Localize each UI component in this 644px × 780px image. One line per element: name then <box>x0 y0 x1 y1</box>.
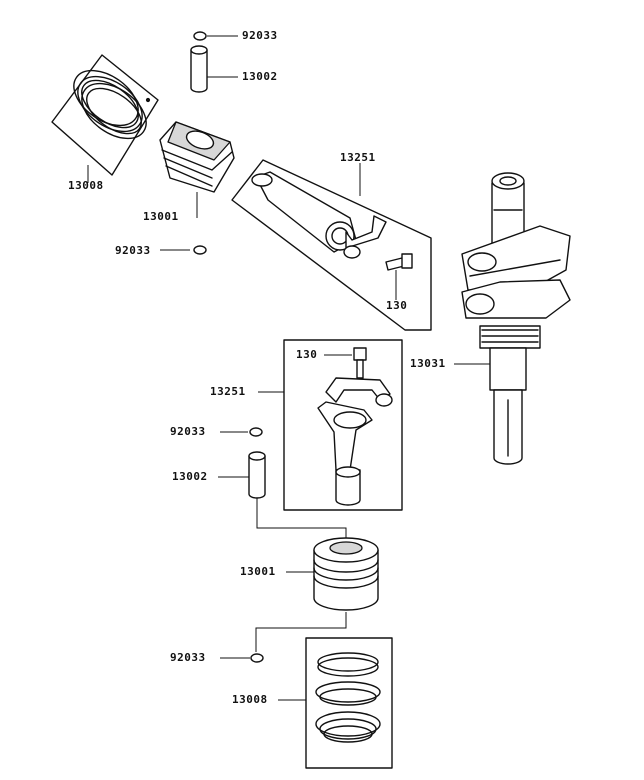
label-13008-top-rings: 13008 <box>68 179 104 192</box>
label-13031-crankshaft: 13031 <box>410 357 446 370</box>
bottom-lower-circlip <box>220 653 264 663</box>
top-lower-circlip <box>160 245 207 255</box>
label-13002-bottom-pin: 13002 <box>172 470 208 483</box>
label-13001-bottom-piston: 13001 <box>240 565 276 578</box>
bottom-conrod-box <box>258 339 403 511</box>
label-130-top-bolt: 130 <box>386 299 408 312</box>
bottom-rings-box <box>278 637 393 769</box>
label-92033-bottom-circlip: 92033 <box>170 425 206 438</box>
label-13008-bottom-rings: 13008 <box>232 693 268 706</box>
label-13001-top-piston: 13001 <box>143 210 179 223</box>
label-92033-top-lower-circlip: 92033 <box>115 244 151 257</box>
crankshaft <box>454 172 571 465</box>
top-piston <box>159 121 235 218</box>
top-conrod-box <box>231 159 432 331</box>
label-13251-bottom-conrod: 13251 <box>210 385 246 398</box>
label-13251-top-conrod: 13251 <box>340 151 376 164</box>
label-13002-top-pin: 13002 <box>242 70 278 83</box>
bottom-circlip <box>220 427 263 437</box>
top-piston-pin <box>190 45 238 93</box>
label-130-bottom-bolt: 130 <box>296 348 318 361</box>
bottom-piston-pin <box>218 451 347 540</box>
label-92033-bottom-lower-circlip: 92033 <box>170 651 206 664</box>
top-circlip <box>193 31 238 41</box>
top-piston-rings <box>51 54 159 183</box>
bottom-piston <box>255 537 379 652</box>
label-92033-top-circlip: 92033 <box>242 29 278 42</box>
